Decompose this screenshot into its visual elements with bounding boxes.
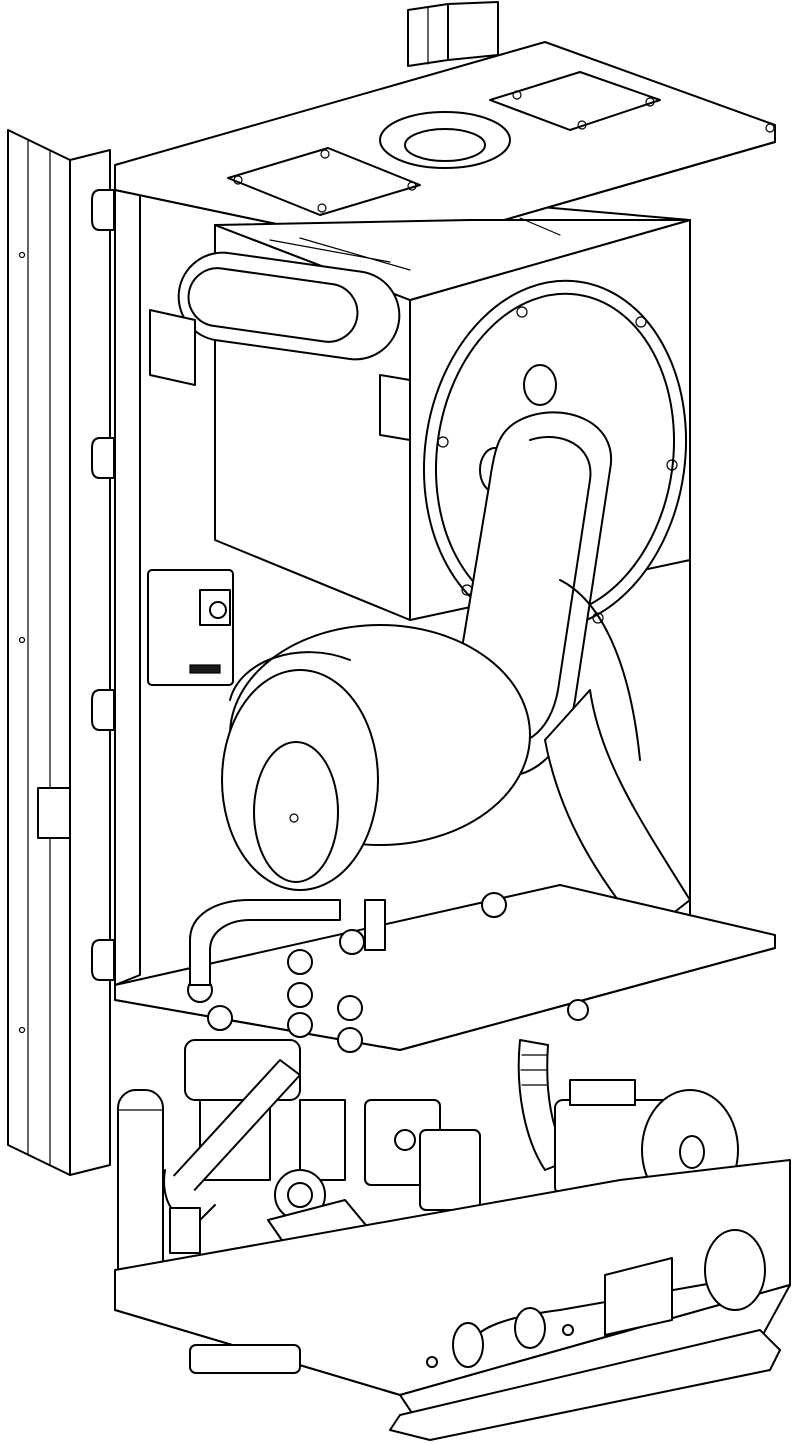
air-intake-duct [177,251,401,361]
right-control-knob[interactable] [514,1307,546,1349]
pressure-gauge [704,1229,766,1311]
ignition-module [147,569,234,686]
expansion-vessel [117,1089,164,1291]
side-bracket [149,309,411,441]
fan-housing [221,624,531,891]
indicator-led [562,1324,574,1336]
front-cover-handle [389,1329,781,1441]
display-screen [604,1257,673,1336]
rear-top-bracket [407,1,499,67]
wall-mounting-rail [7,129,111,1176]
left-control-knob[interactable] [452,1322,484,1368]
lower-divider-plate [114,884,776,1053]
top-plate [114,41,776,251]
hydraulic-block [163,1039,371,1254]
indicator-led-left [426,1356,438,1368]
flow-return-pipes [189,899,386,986]
